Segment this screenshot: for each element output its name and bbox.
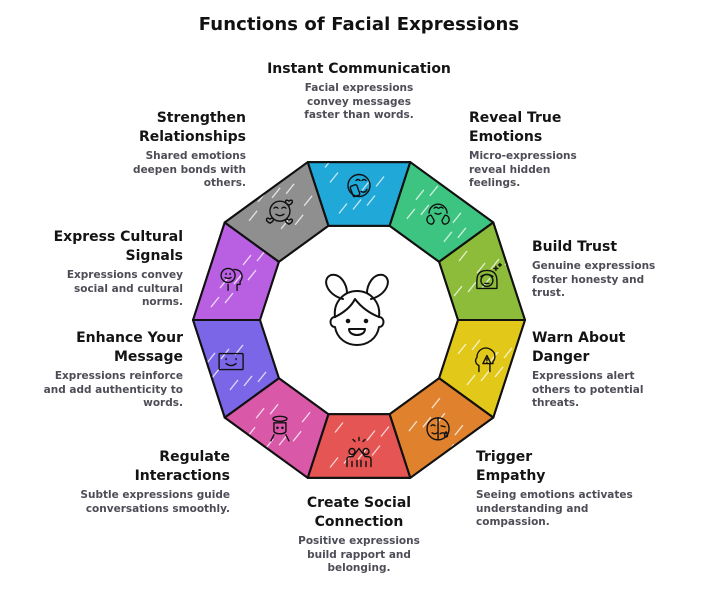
segment-label-express-cultural-signals: Express Cultural Signals Expressions con…: [30, 228, 183, 310]
halo-person-icon: [270, 415, 290, 442]
ring-segment-strengthen-relationships: [223, 161, 330, 263]
segment-description: Subtle expressions guide conversations s…: [80, 489, 230, 515]
segment-heading: Express Cultural Signals: [53, 229, 183, 264]
segment-heading: Instant Communication: [267, 61, 451, 77]
smiley-screen-icon: [218, 352, 244, 371]
sparkling-woman-face-icon: [476, 262, 503, 290]
segment-heading: Enhance Your Message: [76, 330, 183, 365]
segment-label-warn-about-danger: Warn About Danger Expressions alert othe…: [532, 329, 652, 411]
segment-label-create-social-connection: Create Social Connection Positive expres…: [264, 494, 454, 576]
segment-hatching: [406, 185, 467, 243]
segment-heading: Build Trust: [532, 239, 618, 255]
segment-description: Expressions alert others to potential th…: [532, 370, 644, 409]
segment-description: Facial expressions convey messages faste…: [304, 82, 414, 121]
segment-description: Expressions reinforce and add authentici…: [43, 370, 183, 409]
segment-heading: Create Social Connection: [306, 495, 412, 530]
segment-heading: Trigger Empathy: [476, 449, 546, 484]
segment-label-enhance-your-message: Enhance Your Message Expressions reinfor…: [30, 329, 183, 411]
segment-heading: Reveal True Emotions: [469, 110, 562, 145]
diagram-title: Functions of Facial Expressions: [198, 14, 520, 35]
segment-description: Seeing emotions activates understanding …: [476, 489, 633, 528]
hugging-face-icon: [426, 203, 450, 225]
center-face-icon: [325, 273, 389, 346]
segment-description: Positive expressions build rapport and b…: [298, 535, 420, 574]
head-with-smiley-icon: [220, 267, 243, 292]
high-five-people-icon: [346, 436, 372, 468]
segment-label-instant-communication: Instant Communication Facial expressions…: [264, 60, 454, 123]
segment-heading: Warn About Danger: [532, 330, 626, 365]
segment-label-reveal-true-emotions: Reveal True Emotions Micro-expressions r…: [469, 109, 599, 191]
face-with-phone-icon: [347, 173, 371, 198]
segment-description: Micro-expressions reveal hidden feelings…: [469, 150, 577, 189]
segment-heading: Regulate Interactions: [134, 449, 230, 484]
segment-label-regulate-interactions: Regulate Interactions Subtle expressions…: [70, 448, 230, 516]
segment-hatching: [329, 422, 390, 468]
segment-hatching: [210, 250, 266, 308]
segment-hatching: [457, 339, 513, 386]
segment-hatching: [324, 162, 385, 214]
segment-label-build-trust: Build Trust Genuine expressions foster h…: [532, 238, 692, 301]
segment-description: Genuine expressions foster honesty and t…: [532, 260, 656, 299]
segment-border: [223, 161, 330, 263]
segment-description: Shared emotions deepen bonds with others…: [133, 150, 246, 189]
face-with-hearts-icon: [265, 199, 294, 225]
head-warning-icon: [474, 347, 496, 373]
half-happy-half-sad-face-icon: [426, 417, 450, 441]
segment-heading: Strengthen Relationships: [138, 110, 246, 145]
segment-label-trigger-empathy: Trigger Empathy Seeing emotions activate…: [476, 448, 636, 530]
segment-description: Expressions convey social and cultural n…: [66, 269, 183, 308]
segment-label-strengthen-relationships: Strengthen Relationships Shared emotions…: [66, 109, 246, 191]
